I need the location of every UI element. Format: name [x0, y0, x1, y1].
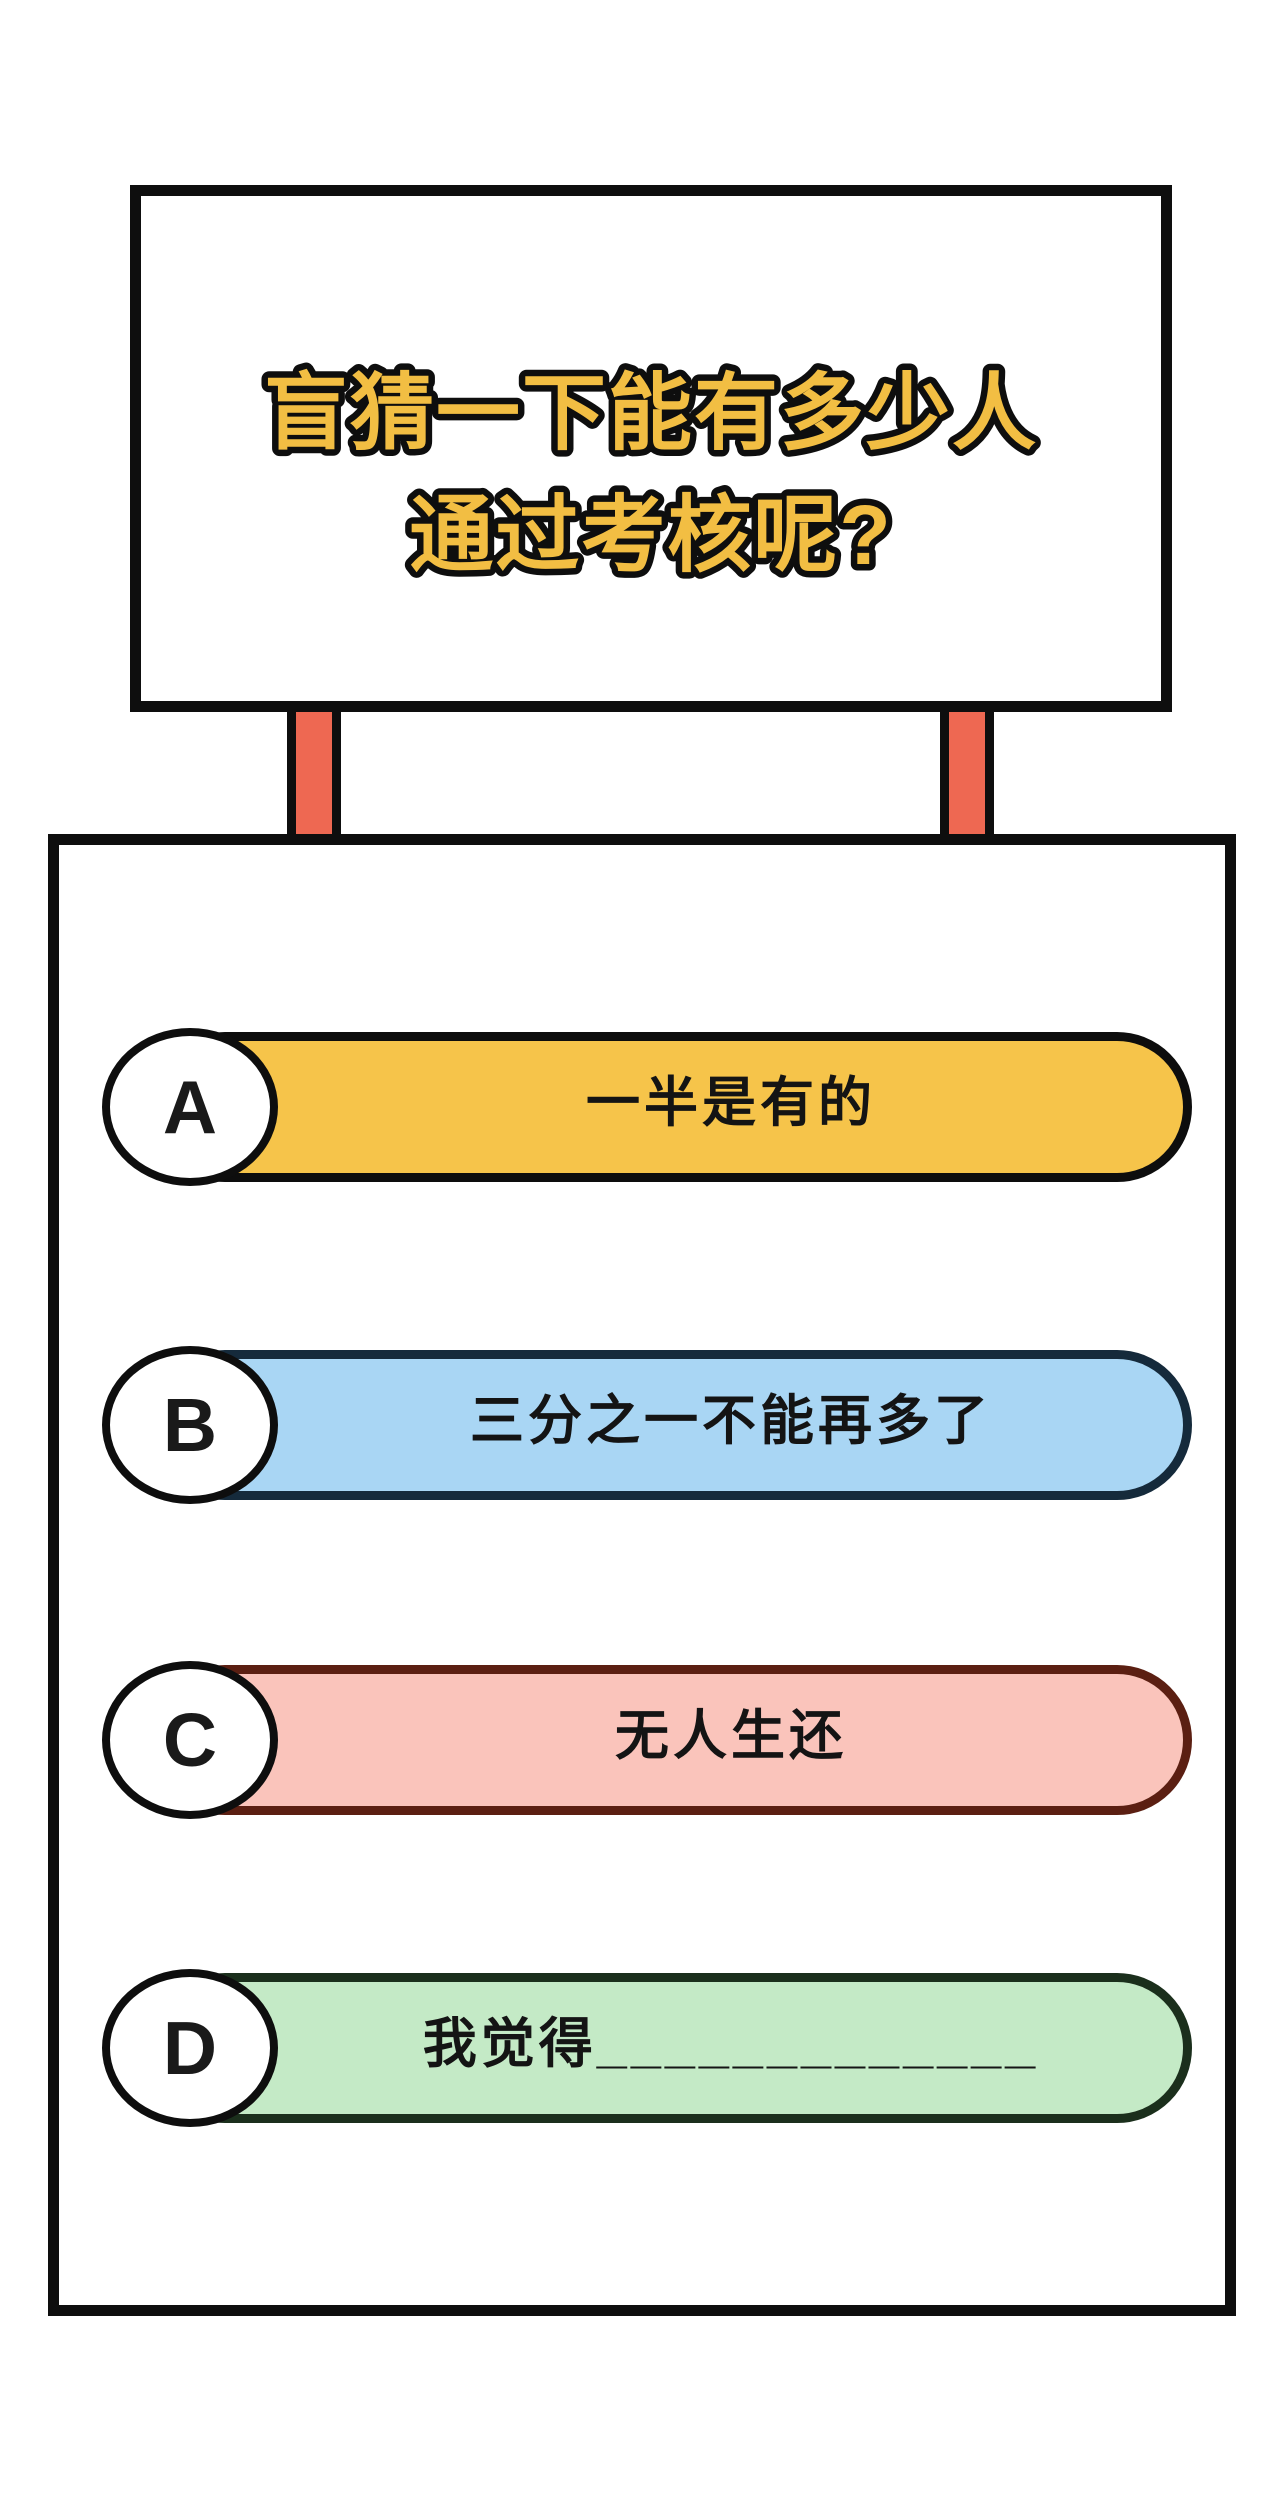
option-d-label: 我觉得_____________	[422, 2014, 1040, 2074]
option-c-letter: C	[162, 1697, 218, 1782]
option-a-badge: A	[102, 1028, 278, 1186]
option-a-letter: A	[162, 1064, 218, 1149]
question-sign: 盲猜一下能有多少人 通过考核呢?	[130, 185, 1172, 712]
option-c-pill[interactable]: 无人生还	[150, 1665, 1192, 1815]
option-d[interactable]: 我觉得_____________ D	[0, 1969, 1280, 2133]
option-b[interactable]: 三分之一不能再多了 B	[0, 1346, 1280, 1510]
question-title-line2: 通过考核呢?	[409, 488, 892, 582]
option-c-label: 无人生还	[615, 1706, 847, 1766]
option-d-badge: D	[102, 1969, 278, 2127]
option-c-badge: C	[102, 1661, 278, 1819]
option-b-pill[interactable]: 三分之一不能再多了	[150, 1350, 1192, 1500]
option-b-letter: B	[162, 1382, 218, 1467]
option-a[interactable]: 一半是有的 A	[0, 1028, 1280, 1192]
option-b-badge: B	[102, 1346, 278, 1504]
sign-post	[287, 700, 341, 845]
option-d-letter: D	[162, 2005, 218, 2090]
option-a-pill[interactable]: 一半是有的	[150, 1032, 1192, 1182]
option-c[interactable]: 无人生还 C	[0, 1661, 1280, 1825]
option-d-pill[interactable]: 我觉得_____________	[150, 1973, 1192, 2123]
option-b-label: 三分之一不能再多了	[470, 1391, 992, 1451]
option-a-label: 一半是有的	[586, 1073, 876, 1133]
question-title-line1: 盲猜一下能有多少人	[264, 366, 1038, 460]
sign-post	[940, 700, 994, 845]
question-title: 盲猜一下能有多少人 通过考核呢?	[257, 360, 1042, 589]
